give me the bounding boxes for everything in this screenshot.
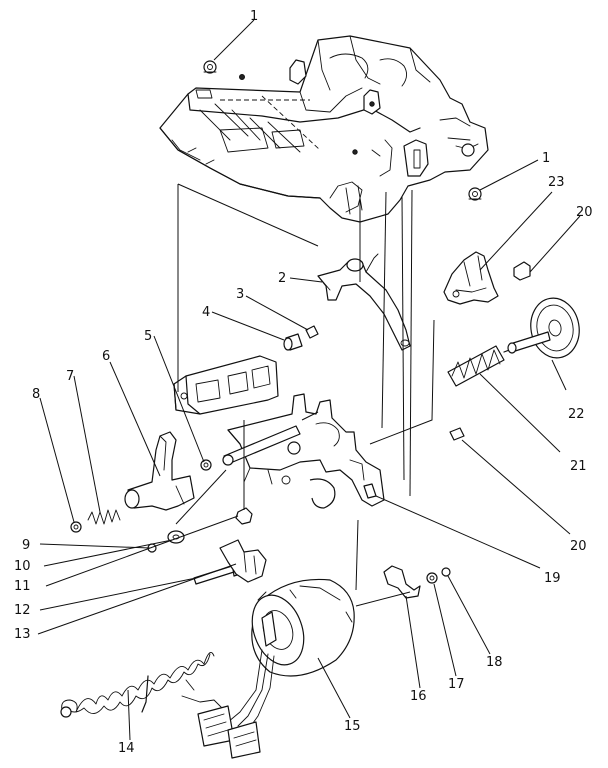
part-20-screw-lower bbox=[450, 428, 464, 440]
callout-4: 4 bbox=[202, 305, 210, 320]
part-11-nut bbox=[236, 508, 252, 524]
callout-19: 19 bbox=[544, 571, 561, 586]
callout-15: 15 bbox=[344, 719, 361, 734]
part-14-coiled-cable bbox=[61, 652, 214, 717]
callout-12: 12 bbox=[14, 603, 31, 618]
callout-13: 13 bbox=[14, 627, 31, 642]
callout-9: 9 bbox=[22, 538, 30, 553]
callout-18: 18 bbox=[486, 655, 503, 670]
callout-8: 8 bbox=[32, 387, 40, 402]
callout-10: 10 bbox=[14, 559, 31, 574]
callout-23: 23 bbox=[548, 175, 565, 190]
callout-leaders bbox=[38, 20, 580, 740]
callout-20-upper: 20 bbox=[576, 205, 593, 220]
part-20-screw-upper bbox=[514, 262, 530, 280]
part-13-sensor bbox=[220, 540, 266, 582]
callout-5: 5 bbox=[144, 329, 152, 344]
callout-6: 6 bbox=[102, 349, 110, 364]
part-4-bushing bbox=[284, 334, 302, 350]
part-3-pin bbox=[306, 326, 318, 338]
callout-16: 16 bbox=[410, 689, 427, 704]
part-6-lever-arm bbox=[125, 432, 194, 510]
part-18-screw bbox=[442, 568, 450, 576]
screw-1-right bbox=[469, 188, 481, 200]
callout-17: 17 bbox=[448, 677, 465, 692]
callout-2: 2 bbox=[278, 271, 286, 286]
part-8-e-ring bbox=[71, 522, 81, 532]
callout-11: 11 bbox=[14, 579, 31, 594]
part-17-washer bbox=[427, 573, 437, 583]
callout-labels: 1 1 2 3 4 5 6 7 8 9 10 11 12 13 14 15 16… bbox=[14, 9, 593, 756]
callout-1-right: 1 bbox=[542, 151, 550, 166]
main-bracket bbox=[223, 394, 384, 508]
part-5-washer bbox=[201, 460, 211, 470]
part-7-spring bbox=[88, 510, 120, 524]
part-2-lever bbox=[318, 254, 410, 350]
screw-1-top bbox=[204, 61, 216, 73]
part-16-bracket bbox=[384, 566, 420, 598]
callout-20-lower: 20 bbox=[570, 539, 587, 554]
assembly-guide-lines bbox=[176, 96, 434, 606]
callout-3: 3 bbox=[236, 287, 244, 302]
callout-14: 14 bbox=[118, 741, 135, 756]
callout-22: 22 bbox=[568, 407, 585, 422]
guide-block bbox=[174, 356, 278, 414]
motor-wire-harness bbox=[182, 650, 274, 758]
callout-21: 21 bbox=[570, 459, 587, 474]
top-housing-assembly bbox=[160, 36, 488, 222]
part-15-motor bbox=[243, 579, 354, 676]
part-22-wheel bbox=[508, 294, 584, 361]
callout-1-top: 1 bbox=[250, 9, 258, 24]
callout-7: 7 bbox=[66, 369, 74, 384]
